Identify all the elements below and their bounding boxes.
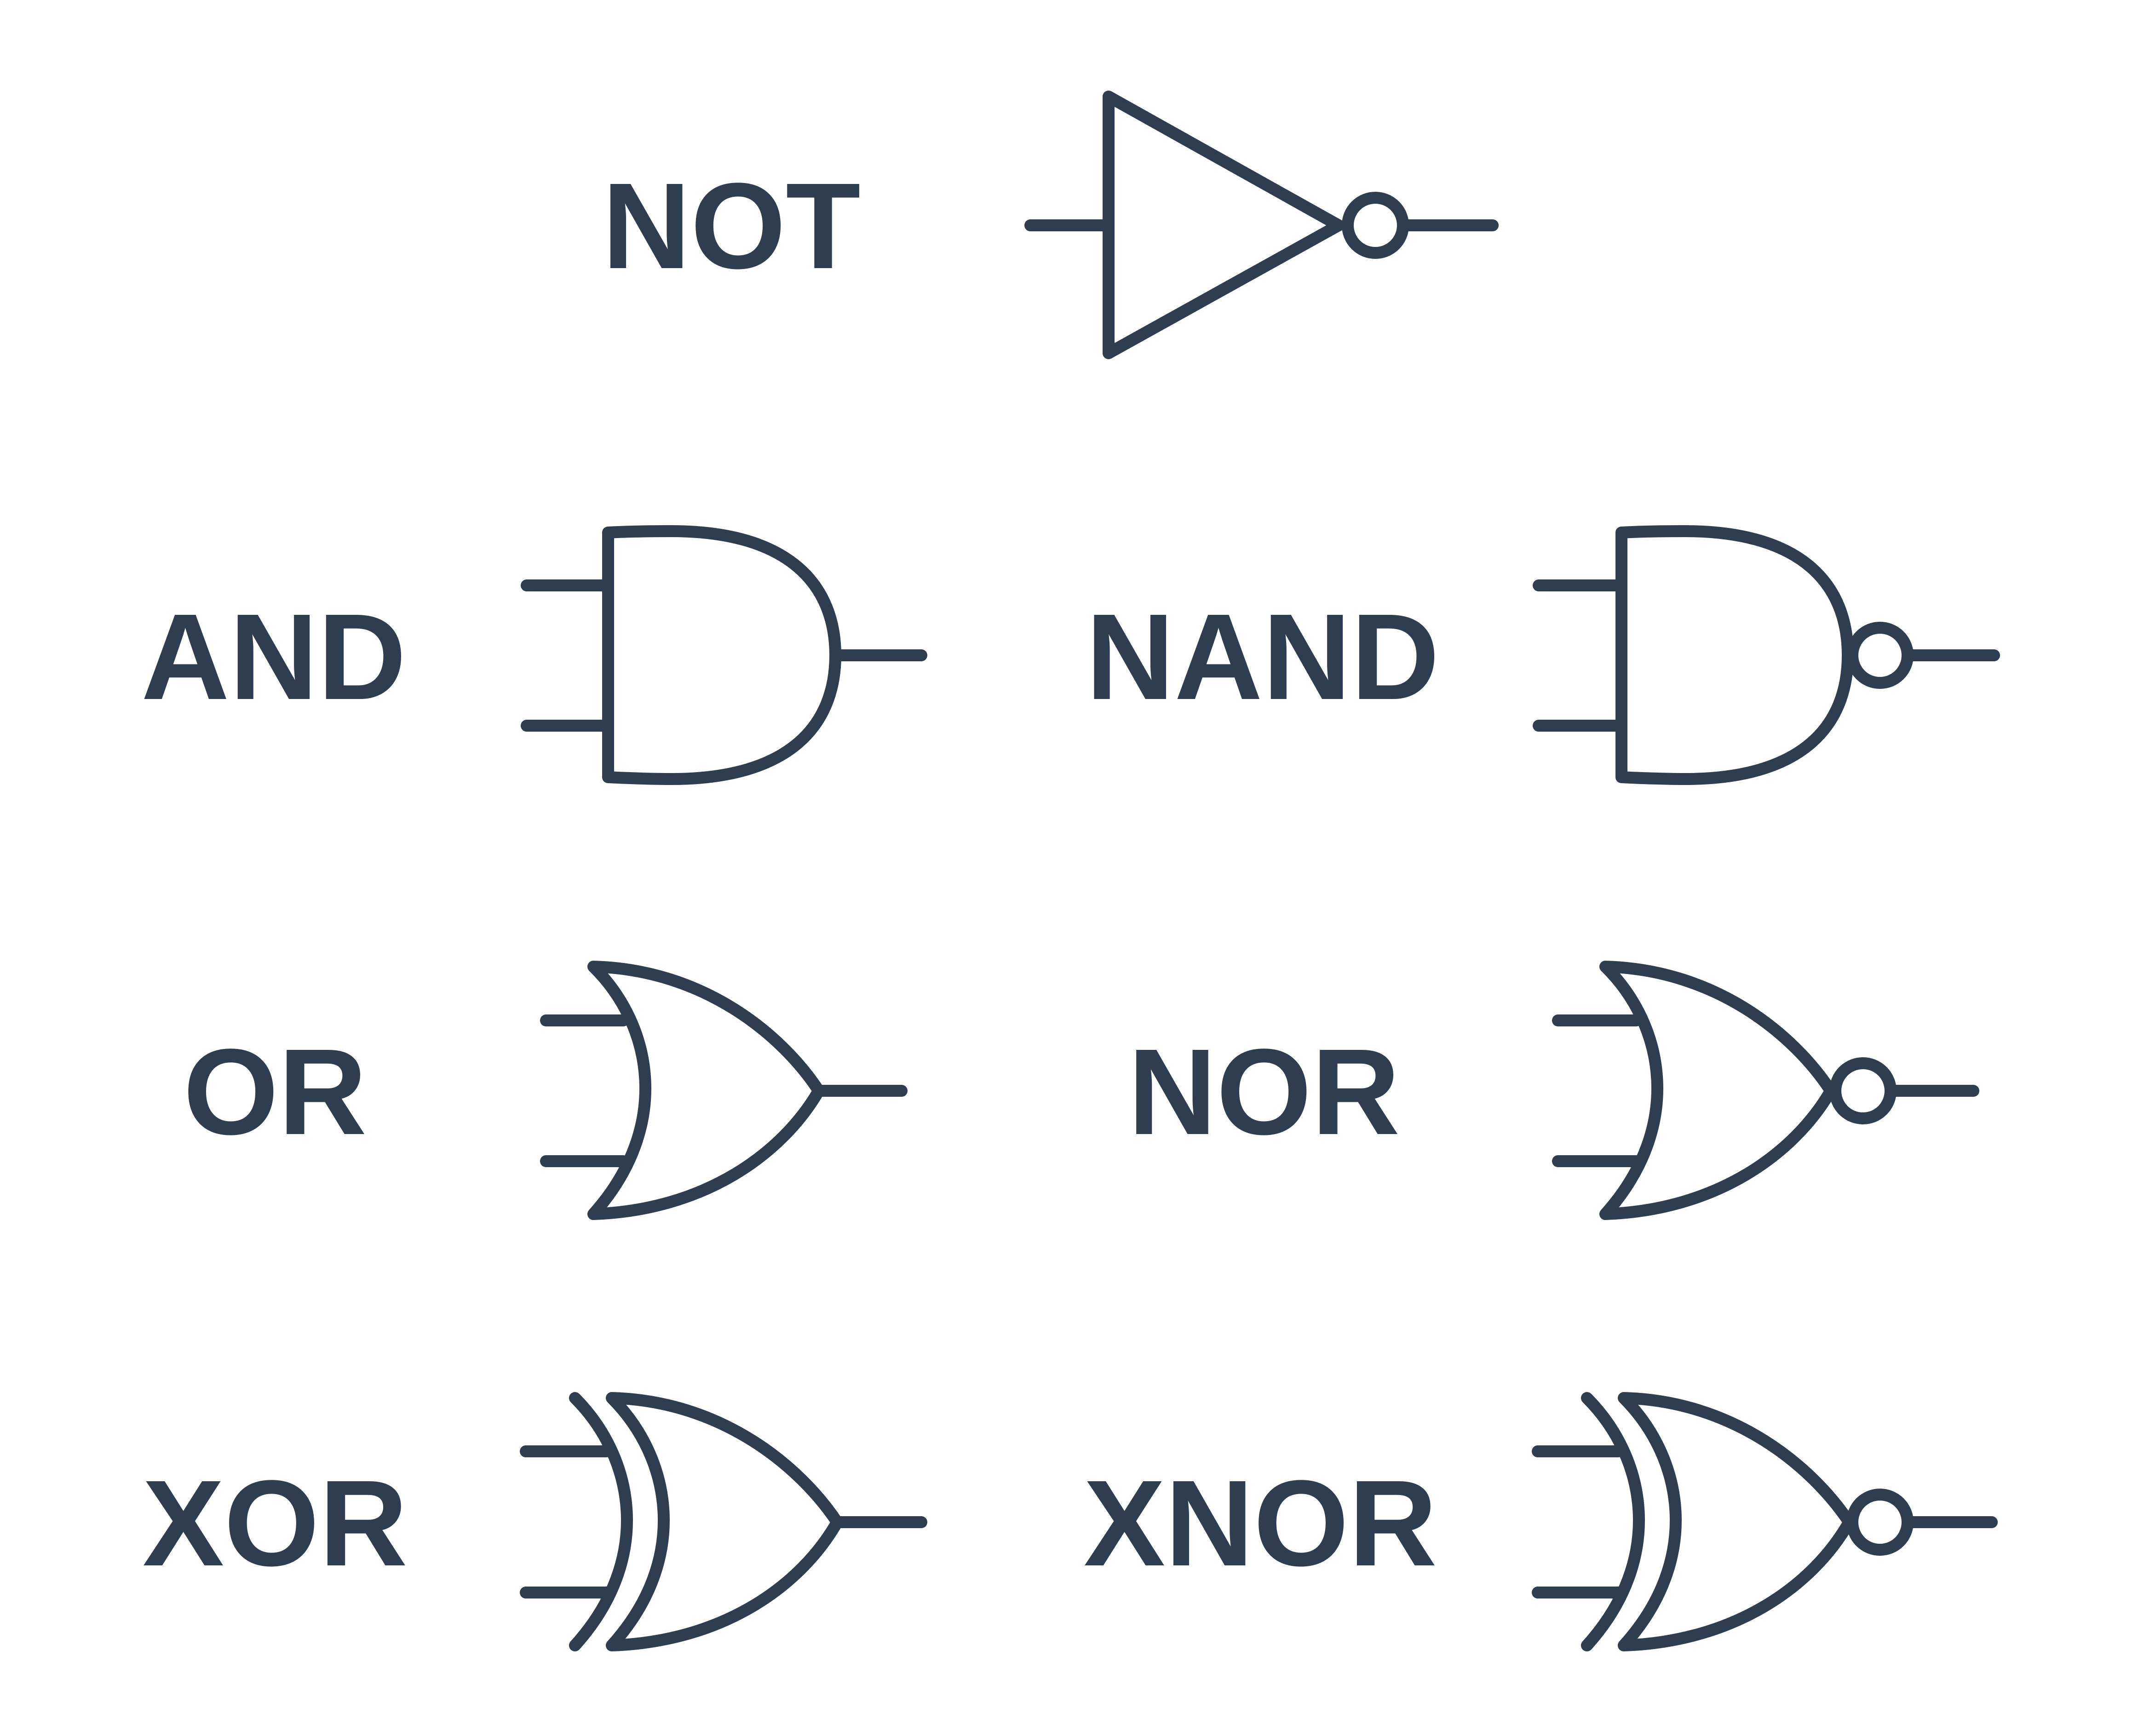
gate-not: NOT [602,91,1499,359]
nor-symbol [1552,961,1979,1220]
nand-d-body [1615,525,1854,785]
gate-or: OR [184,961,908,1220]
or-symbol [540,961,908,1220]
gate-label-nor: NOR [1128,1024,1400,1160]
gate-label-or: OR [184,1024,367,1160]
gate-xor: XOR [143,1392,927,1651]
xor-curved-body [606,1392,843,1651]
gate-nand: NAND [1086,525,2000,785]
gate-label-xor: XOR [143,1455,408,1592]
not-inversion-bubble [1342,192,1409,259]
nand-inversion-bubble [1846,622,1914,689]
xor-extra-input-arc [569,1392,633,1651]
nor-inversion-bubble [1829,1057,1897,1124]
gate-label-and: AND [141,589,406,725]
or-curved-body [587,961,825,1220]
not-symbol [1024,91,1499,359]
xnor-inversion-bubble [1846,1489,1914,1556]
xnor-extra-input-arc [1581,1392,1645,1651]
gate-label-xnor: XNOR [1084,1455,1437,1592]
xnor-curved-body [1618,1392,1855,1651]
xnor-symbol [1532,1392,1998,1651]
nand-symbol [1533,525,2000,785]
nor-curved-body [1599,961,1837,1220]
gate-nor: NOR [1128,961,1979,1220]
and-symbol [521,525,927,785]
gate-label-not: NOT [602,158,860,294]
and-d-body [602,525,841,785]
gate-label-nand: NAND [1086,589,1439,725]
not-triangle-body [1103,91,1345,359]
xor-symbol [520,1392,927,1651]
gate-and: AND [141,525,927,785]
gate-xnor: XNOR [1084,1392,1998,1651]
